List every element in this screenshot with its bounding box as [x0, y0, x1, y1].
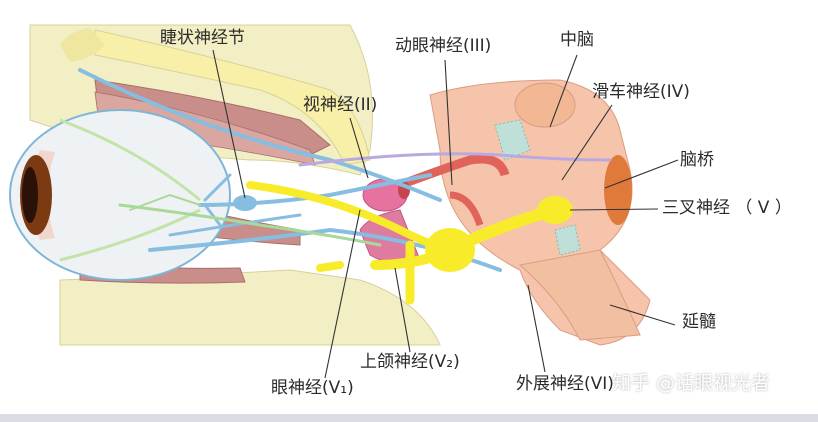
label-trochlear-nerve: 滑车神经(IV)	[592, 82, 690, 102]
watermark: 知乎 @话眼视光者	[612, 372, 771, 394]
leader-lines	[212, 49, 679, 379]
label-ophthalmic-nerve: 眼神经(V₁)	[271, 378, 354, 398]
trochlear-nerve-path	[298, 152, 612, 167]
label-midbrain: 中脑	[560, 30, 594, 50]
label-trigeminal-nerve: 三叉神经 （ V ）	[662, 198, 792, 218]
nerve-nuclei	[494, 119, 581, 256]
green-nerves	[118, 193, 382, 247]
label-abducens-nerve: 外展神经(VI)	[516, 374, 614, 394]
bottom-bar	[0, 414, 818, 422]
label-ciliary-ganglion: 睫状神经节	[160, 28, 245, 48]
label-pons: 脑桥	[680, 150, 714, 170]
label-medulla: 延髓	[682, 312, 716, 332]
label-optic-nerve: 视神经(II)	[303, 95, 378, 115]
label-maxillary-nerve: 上颌神经(V₂)	[360, 352, 460, 372]
yellow-nerves	[246, 181, 573, 305]
eyeball	[9, 109, 231, 281]
label-oculomotor-nerve: 动眼神经(III)	[395, 36, 492, 56]
